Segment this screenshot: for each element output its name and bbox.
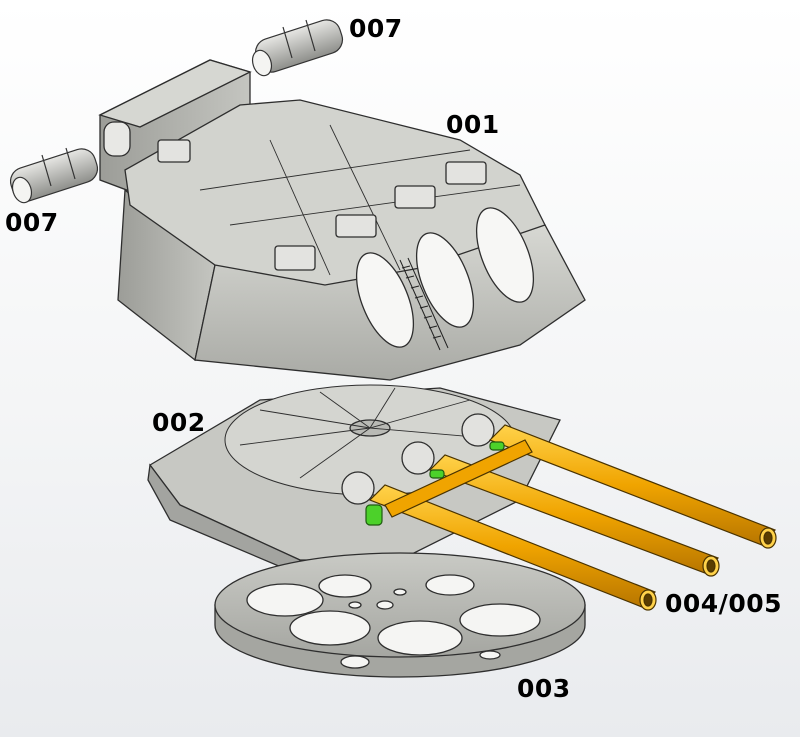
part-007-top-rangefinder bbox=[251, 19, 344, 77]
part-label-002: 002 bbox=[152, 408, 206, 437]
part-001-turret-house bbox=[98, 59, 586, 381]
part-label-007-left: 007 bbox=[5, 208, 59, 237]
part-label-003: 003 bbox=[517, 674, 571, 703]
part-007-left-rangefinder bbox=[9, 147, 99, 204]
part-label-004-005: 004/005 bbox=[665, 589, 783, 618]
part-004-005-gun-barrels bbox=[365, 424, 777, 611]
part-003-roller-ring bbox=[214, 552, 586, 678]
part-label-007-top: 007 bbox=[349, 14, 403, 43]
part-label-001: 001 bbox=[446, 110, 500, 139]
